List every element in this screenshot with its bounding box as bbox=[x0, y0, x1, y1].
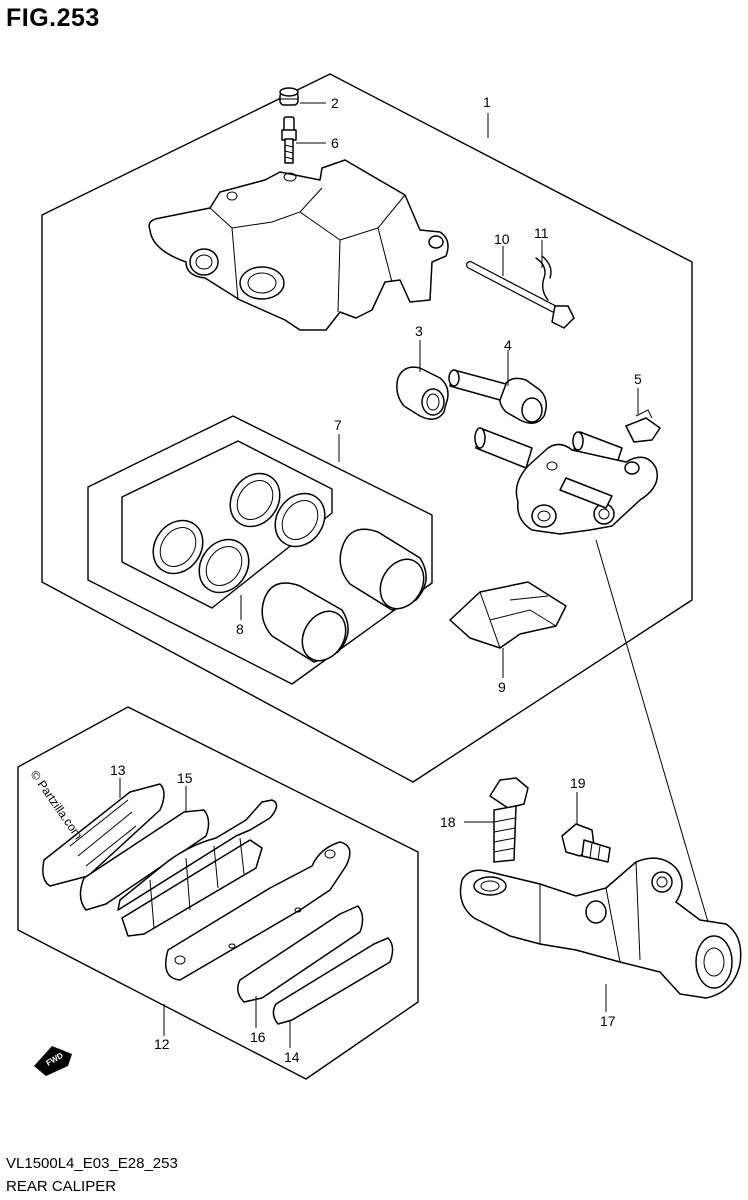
pad-pin bbox=[466, 261, 575, 329]
callout-5: 5 bbox=[634, 371, 642, 387]
callout-11: 11 bbox=[534, 225, 549, 241]
bleeder-screw bbox=[281, 116, 297, 164]
figure-caption: REAR CALIPER bbox=[6, 1178, 117, 1195]
caliper-mounting-bracket bbox=[459, 857, 742, 999]
callout-8: 8 bbox=[236, 621, 244, 637]
callout-6: 6 bbox=[331, 135, 339, 151]
callout-10: 10 bbox=[494, 231, 510, 247]
callout-2: 2 bbox=[331, 95, 339, 111]
forward-direction-marker: FWD bbox=[34, 1046, 72, 1076]
leader-lines bbox=[119, 102, 639, 1048]
piston-seal-1 bbox=[152, 519, 204, 575]
brake-pad-15 bbox=[79, 809, 210, 911]
caliper-support-bracket bbox=[515, 443, 658, 535]
callout-9: 9 bbox=[498, 679, 506, 695]
callout-12: 12 bbox=[154, 1036, 170, 1052]
caliper-body bbox=[148, 159, 449, 331]
brake-pad-backplate-16 bbox=[165, 841, 351, 981]
brake-pad-16 bbox=[237, 905, 364, 1003]
dust-boot-left bbox=[396, 366, 449, 420]
piston-lower bbox=[261, 582, 349, 663]
piston-seal-3 bbox=[198, 538, 250, 594]
callout-18: 18 bbox=[440, 814, 456, 830]
piston-seal-4 bbox=[274, 492, 326, 548]
brake-pad-14 bbox=[272, 937, 394, 1025]
leader-caliper-to-bracket bbox=[595, 539, 709, 923]
assembly-outline-seal-kit bbox=[87, 415, 433, 685]
callout-13: 13 bbox=[110, 762, 126, 778]
assembly-outline-caliper bbox=[41, 73, 693, 783]
callout-4: 4 bbox=[504, 337, 512, 353]
callout-19: 19 bbox=[570, 775, 586, 791]
piston-upper bbox=[339, 528, 427, 611]
callout-17: 17 bbox=[600, 1013, 616, 1029]
brake-pad-13 bbox=[42, 783, 165, 887]
callout-7: 7 bbox=[334, 417, 342, 433]
spring-clip bbox=[625, 409, 661, 443]
sleeve-pin-upper bbox=[448, 369, 507, 401]
callout-14: 14 bbox=[284, 1049, 300, 1065]
watermark: © Partzilla.com bbox=[28, 768, 86, 842]
bleeder-cap bbox=[279, 87, 299, 106]
pad-spring bbox=[449, 581, 567, 649]
brake-pad-backplate-15 bbox=[117, 799, 278, 937]
pin-clip-inner bbox=[541, 255, 552, 279]
figure-title: FIG.253 bbox=[6, 4, 100, 32]
callout-16: 16 bbox=[250, 1029, 266, 1045]
callout-1: 1 bbox=[483, 94, 491, 110]
figure-code: VL1500L4_E03_E28_253 bbox=[6, 1155, 178, 1172]
piston-seal-2 bbox=[229, 472, 281, 528]
dust-boot-right bbox=[499, 377, 547, 424]
callout-3: 3 bbox=[415, 323, 423, 339]
assembly-outline-pad-set bbox=[17, 706, 419, 1080]
mounting-bolt bbox=[489, 777, 529, 863]
assembly-outline-piston-seals bbox=[121, 440, 333, 609]
bracket-bolt bbox=[561, 823, 611, 863]
callout-15: 15 bbox=[177, 770, 193, 786]
